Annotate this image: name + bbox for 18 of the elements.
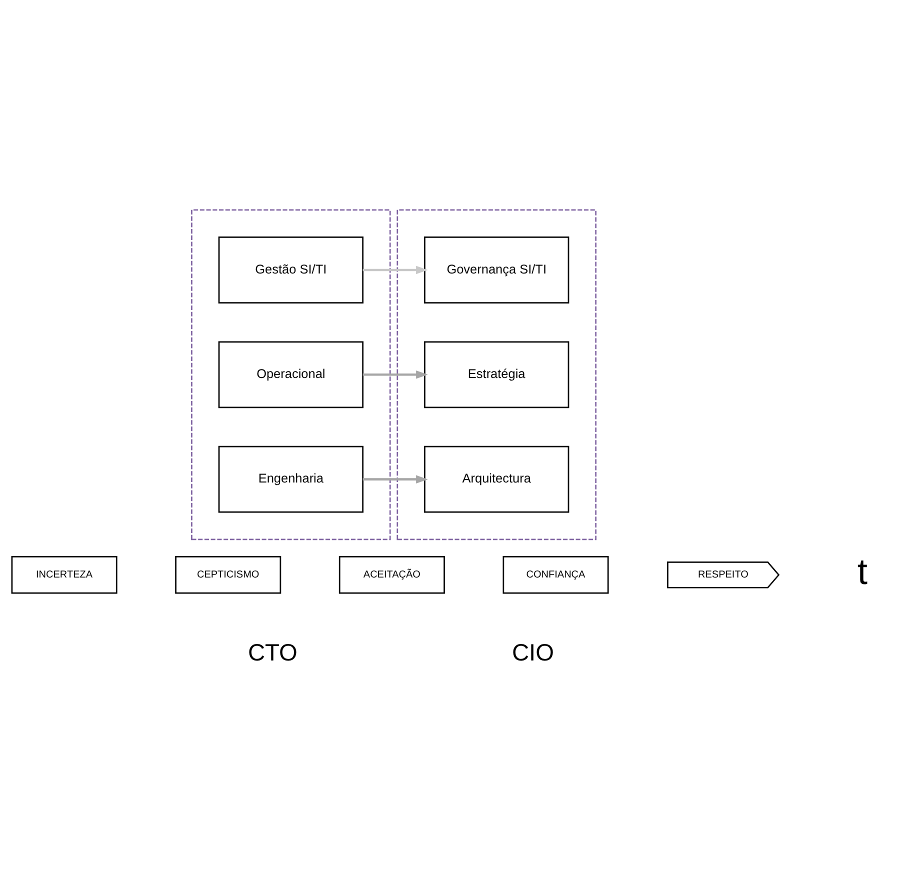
- node-box: Governança SI/TI: [424, 236, 570, 303]
- label: t: [857, 550, 868, 592]
- node-box: CONFIANÇA: [502, 556, 609, 594]
- node-box: Estratégia: [424, 340, 570, 408]
- node-box: Operacional: [218, 340, 364, 408]
- node-box: INCERTEZA: [11, 556, 118, 594]
- arrow: [362, 265, 428, 274]
- label: CIO: [512, 640, 554, 666]
- node-box: CEPTICISMO: [175, 556, 282, 594]
- node-box: Arquitectura: [424, 445, 570, 512]
- cluster: [396, 208, 596, 540]
- cluster: [191, 208, 391, 540]
- node-box: Gestão SI/TI: [218, 236, 364, 303]
- arrow: [362, 474, 428, 483]
- node-box: ACEITAÇÃO: [338, 556, 445, 594]
- label: CTO: [248, 640, 298, 666]
- node-box: Engenharia: [218, 445, 364, 512]
- arrow: [362, 370, 428, 378]
